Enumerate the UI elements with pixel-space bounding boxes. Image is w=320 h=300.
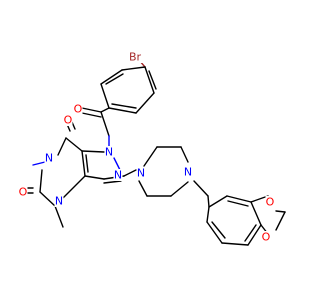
atom-label-text: O [262, 231, 271, 244]
atom-label-background [127, 51, 143, 63]
atom-label-background [73, 103, 83, 115]
atom-label-background [104, 146, 114, 158]
atom-br-br: Br [127, 51, 143, 64]
atom-label-background [63, 114, 73, 126]
atom-label-text: Br [129, 51, 142, 64]
atom-label-text: N [184, 166, 192, 179]
atom-label-text: N [105, 146, 113, 159]
atom-label-background [113, 169, 123, 181]
atom-o-o_ketone: O [73, 103, 83, 116]
atom-n-n_pip4: N [183, 166, 193, 179]
atom-label-text: O [19, 186, 28, 199]
atom-label-text: N [45, 152, 53, 165]
atom-label-background [183, 166, 193, 178]
atom-n-n7: N [104, 146, 114, 159]
atom-label-text: N [114, 169, 122, 182]
atom-label-background [18, 186, 28, 198]
atom-label-background [44, 152, 54, 164]
atom-o-o6: O [63, 114, 73, 127]
atom-label-background [54, 195, 64, 207]
atom-o-o2: O [18, 186, 28, 199]
atom-label-text: O [74, 103, 83, 116]
atom-n-n9: N [113, 169, 123, 182]
atom-n-n_pip1: N [136, 167, 146, 180]
atom-o-o_diox1: O [265, 196, 275, 209]
atom-label-text: O [266, 196, 275, 209]
atom-label-text: N [55, 195, 63, 208]
atom-label-background [265, 196, 275, 208]
atom-o-o_diox2: O [261, 231, 271, 244]
atom-n-n3: N [54, 195, 64, 208]
atom-label-background [261, 231, 271, 243]
atom-label-background [136, 167, 146, 179]
atom-label-text: N [137, 167, 145, 180]
bond-layer [25, 59, 286, 246]
atom-label-text: O [64, 114, 73, 127]
atom-n-n1: N [44, 152, 54, 165]
